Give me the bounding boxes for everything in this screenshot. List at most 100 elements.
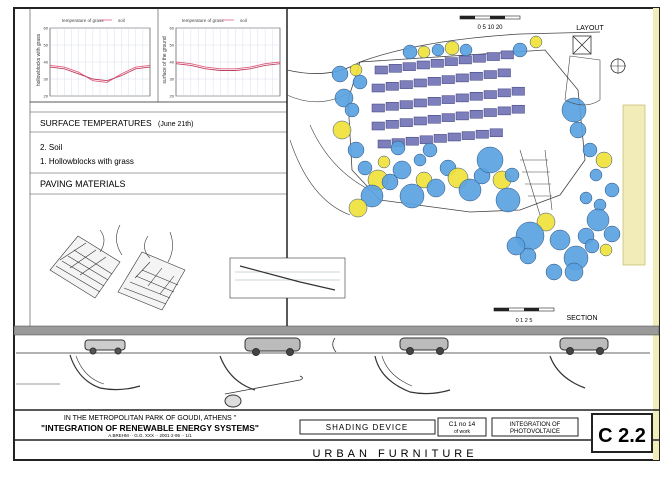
chart-ytick-label: 50 <box>170 43 175 48</box>
pv-panel <box>497 88 511 98</box>
paving-sketch-left <box>49 224 123 299</box>
separator-band <box>13 325 660 336</box>
pv-panel <box>413 78 427 88</box>
vehicle-bay-1 <box>69 339 141 391</box>
tree-blue <box>495 187 521 213</box>
tree-blue <box>506 236 526 256</box>
tree-yellow <box>444 40 460 56</box>
pv-panel <box>455 93 469 103</box>
tree-blue <box>519 247 537 265</box>
plan-scale: 0 5 10 20 <box>459 15 521 31</box>
chart-ytick-label: 30 <box>170 77 175 82</box>
tree-blue <box>331 65 349 83</box>
layout-label: LAYOUT <box>576 25 604 32</box>
integration-box <box>491 417 579 437</box>
tree-blue <box>381 173 399 191</box>
pv-panel <box>489 128 503 138</box>
pv-panel <box>447 132 461 142</box>
pv-panel <box>371 121 385 131</box>
pv-panel <box>413 116 427 126</box>
tree-blue <box>589 168 603 182</box>
pv-panel <box>483 108 497 117</box>
tree-blue <box>582 142 598 158</box>
chart-ytick-label: 30 <box>44 77 49 82</box>
pv-panel <box>469 71 483 81</box>
tree-blue <box>545 263 563 281</box>
tree-blue <box>603 225 621 243</box>
pv-panel <box>427 77 441 86</box>
sheet-category: URBAN FURNITURE <box>312 448 477 460</box>
tree-blue <box>426 178 446 198</box>
pv-panel <box>455 111 469 121</box>
pv-panel <box>486 52 500 61</box>
paving-sketch-right <box>117 231 186 311</box>
chart-right-series <box>175 61 281 71</box>
chart-right: temperature of grass soil surface of the… <box>162 18 281 99</box>
plan-scale-numbers: 0 5 10 20 <box>477 25 503 31</box>
chart-left-legend-a: temperature of grass <box>62 18 104 23</box>
pv-panel-rows <box>371 50 525 149</box>
pv-panel <box>444 57 458 66</box>
shading-label: SHADING DEVICE <box>326 423 408 432</box>
tree-blue <box>347 141 365 159</box>
chart-right-ylabel: surface of the ground <box>162 36 168 83</box>
pv-panel <box>433 134 447 143</box>
tree-blue <box>512 42 528 58</box>
chart-series-line <box>175 63 281 71</box>
materials-heading: PAVING MATERIALS <box>40 179 126 189</box>
pv-panel <box>483 70 497 79</box>
pv-panel <box>399 118 413 127</box>
vehicle-bay-2 <box>219 337 303 408</box>
layout-key: LAYOUT <box>564 25 626 106</box>
tree-yellow <box>536 212 556 232</box>
tree-blue <box>504 167 520 183</box>
tree-blue <box>422 142 438 158</box>
section-elevation <box>16 337 650 408</box>
temperature-charts: temperature of grass soil hollowblocks w… <box>30 8 287 103</box>
pv-panel <box>427 115 441 124</box>
project-title-2: IN THE METROPOLITAN PARK OF GOUDI, ATHEN… <box>64 415 237 422</box>
pv-panel <box>371 103 385 113</box>
material-item-2: 2. Soil <box>40 143 62 152</box>
pv-panel <box>441 113 455 122</box>
pv-panel <box>511 86 525 96</box>
photovoltaic-label: PHOTOVOLTAICE <box>510 429 560 435</box>
pv-panel <box>469 91 483 101</box>
chart-series-line <box>49 66 151 82</box>
section-label: SECTION <box>566 315 597 322</box>
pv-panel <box>497 106 511 116</box>
chart-ytick-label: 40 <box>170 60 175 65</box>
pv-panel <box>388 64 402 73</box>
chart-left-series <box>49 64 151 83</box>
project-title-1: "INTEGRATION OF RENEWABLE ENERGY SYSTEMS… <box>41 423 259 433</box>
section-scale: 0 1 2 5 SECTION <box>493 307 598 324</box>
tree-yellow <box>332 120 352 140</box>
tree-blue <box>344 102 360 118</box>
pv-panel <box>469 109 483 119</box>
tree-blue <box>413 153 427 167</box>
temps-date: (June 21th) <box>158 121 193 128</box>
pv-panel <box>405 136 419 146</box>
pv-panel <box>416 60 430 70</box>
sheet-code-box <box>591 413 653 453</box>
tree-blue <box>402 44 418 60</box>
tree-blue <box>569 121 587 139</box>
tree-yellow <box>377 155 391 169</box>
section-sketch <box>229 257 346 299</box>
tree-blue <box>458 178 482 202</box>
pv-panel <box>441 75 455 84</box>
chart-left-grid <box>50 27 150 97</box>
sheet-ref-2: of work <box>454 429 471 435</box>
tree-yellow <box>599 243 613 257</box>
credits-line: A.BREHM ·· G.G. XXX ·· 2001·2·95 ·· 1/1 <box>108 433 192 438</box>
pv-panel <box>385 102 399 111</box>
yellow-strip <box>622 104 646 266</box>
tree-blue <box>586 208 610 232</box>
tree-blue <box>584 238 600 254</box>
materials-panel: SURFACE TEMPERATURES (June 21th) 2. Soil… <box>30 111 287 195</box>
chart-ytick-label: 60 <box>170 26 175 31</box>
pv-panel <box>419 135 433 145</box>
